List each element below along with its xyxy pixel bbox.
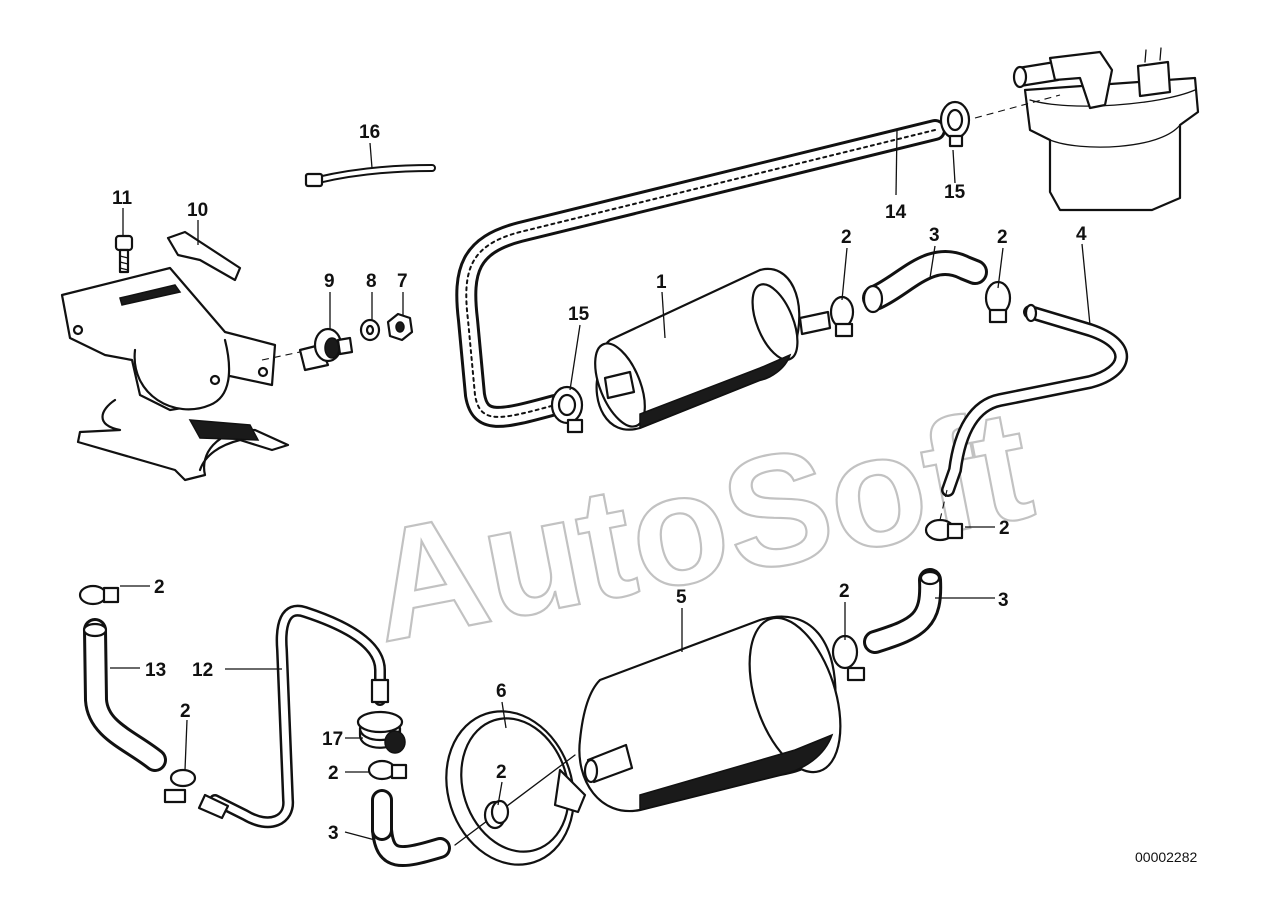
callout-9: 9 [324, 271, 335, 292]
fuel-pipe-12 [197, 604, 390, 829]
callout-17: 17 [322, 729, 343, 750]
callout-13: 13 [145, 660, 166, 681]
callout-7: 7 [397, 271, 408, 292]
callout-2-g: 2 [496, 762, 507, 783]
callout-2-f: 2 [180, 701, 191, 722]
drawing-number: 00002282 [1135, 849, 1198, 865]
callout-14: 14 [885, 202, 907, 223]
leader-lines [110, 129, 1091, 841]
pump-bracket-10 [60, 230, 277, 412]
callout-3-c: 3 [328, 823, 339, 844]
hose-clamp-2-top-left [78, 584, 120, 606]
callout-3-b: 3 [998, 590, 1009, 611]
hose-clamp-2-right-middle [924, 518, 964, 542]
grommet-17 [356, 710, 406, 754]
mounting-bracket-6 [445, 710, 587, 866]
callout-15-a: 15 [944, 182, 966, 203]
cable-tie-16 [304, 164, 436, 188]
hose-clamp-15-left [550, 385, 584, 434]
callout-15-b: 15 [568, 304, 590, 325]
fuel-tank-sender-unit [1012, 47, 1200, 212]
callout-6: 6 [496, 681, 507, 702]
hose-clamp-2-pump [829, 295, 855, 338]
callout-2-b: 2 [997, 227, 1008, 248]
fuel-pipe-4 [941, 303, 1129, 497]
retaining-strap [76, 398, 290, 482]
hose-3-top [862, 250, 988, 314]
callout-2-d: 2 [839, 581, 850, 602]
fuel-accumulator [578, 615, 842, 813]
nut-7 [386, 312, 414, 342]
connection-line-pipe4 [939, 489, 948, 521]
callout-2-e: 2 [154, 577, 165, 598]
hose-3-bottom [371, 789, 451, 868]
callout-11: 11 [112, 188, 133, 209]
hose-clamp-2-bottom-left [163, 768, 197, 804]
hose-clamp-2-top-right [984, 280, 1012, 324]
connection-line-bracket [261, 351, 301, 361]
washer-8 [359, 318, 381, 342]
return-hose [455, 119, 946, 428]
callout-3-a: 3 [929, 225, 940, 246]
callout-2-h: 2 [328, 763, 339, 784]
rubber-mount-9 [298, 327, 354, 372]
callout-2-a: 2 [841, 227, 852, 248]
callout-4: 4 [1076, 224, 1087, 245]
fuel-pump [594, 267, 832, 431]
callout-labels: 1 2 2 2 2 2 2 2 2 3 3 3 4 5 6 7 8 9 10 1… [112, 122, 1087, 844]
callout-10: 10 [187, 200, 208, 221]
connection-line-sender [974, 94, 1061, 119]
bolt-11 [114, 234, 134, 274]
callout-5: 5 [676, 587, 687, 608]
hose-3-right [863, 568, 943, 654]
hose-clamp-2-filter [831, 634, 866, 682]
callout-16: 16 [359, 122, 380, 143]
hose-13 [82, 618, 167, 772]
callout-1: 1 [656, 272, 667, 293]
hose-clamp-2-bracket [490, 799, 510, 825]
callout-12: 12 [192, 660, 213, 681]
callout-8: 8 [366, 271, 377, 292]
hose-clamp-2-bottom-center [367, 759, 408, 781]
callout-2-c: 2 [999, 518, 1010, 539]
hose-clamp-15-top [939, 100, 971, 148]
